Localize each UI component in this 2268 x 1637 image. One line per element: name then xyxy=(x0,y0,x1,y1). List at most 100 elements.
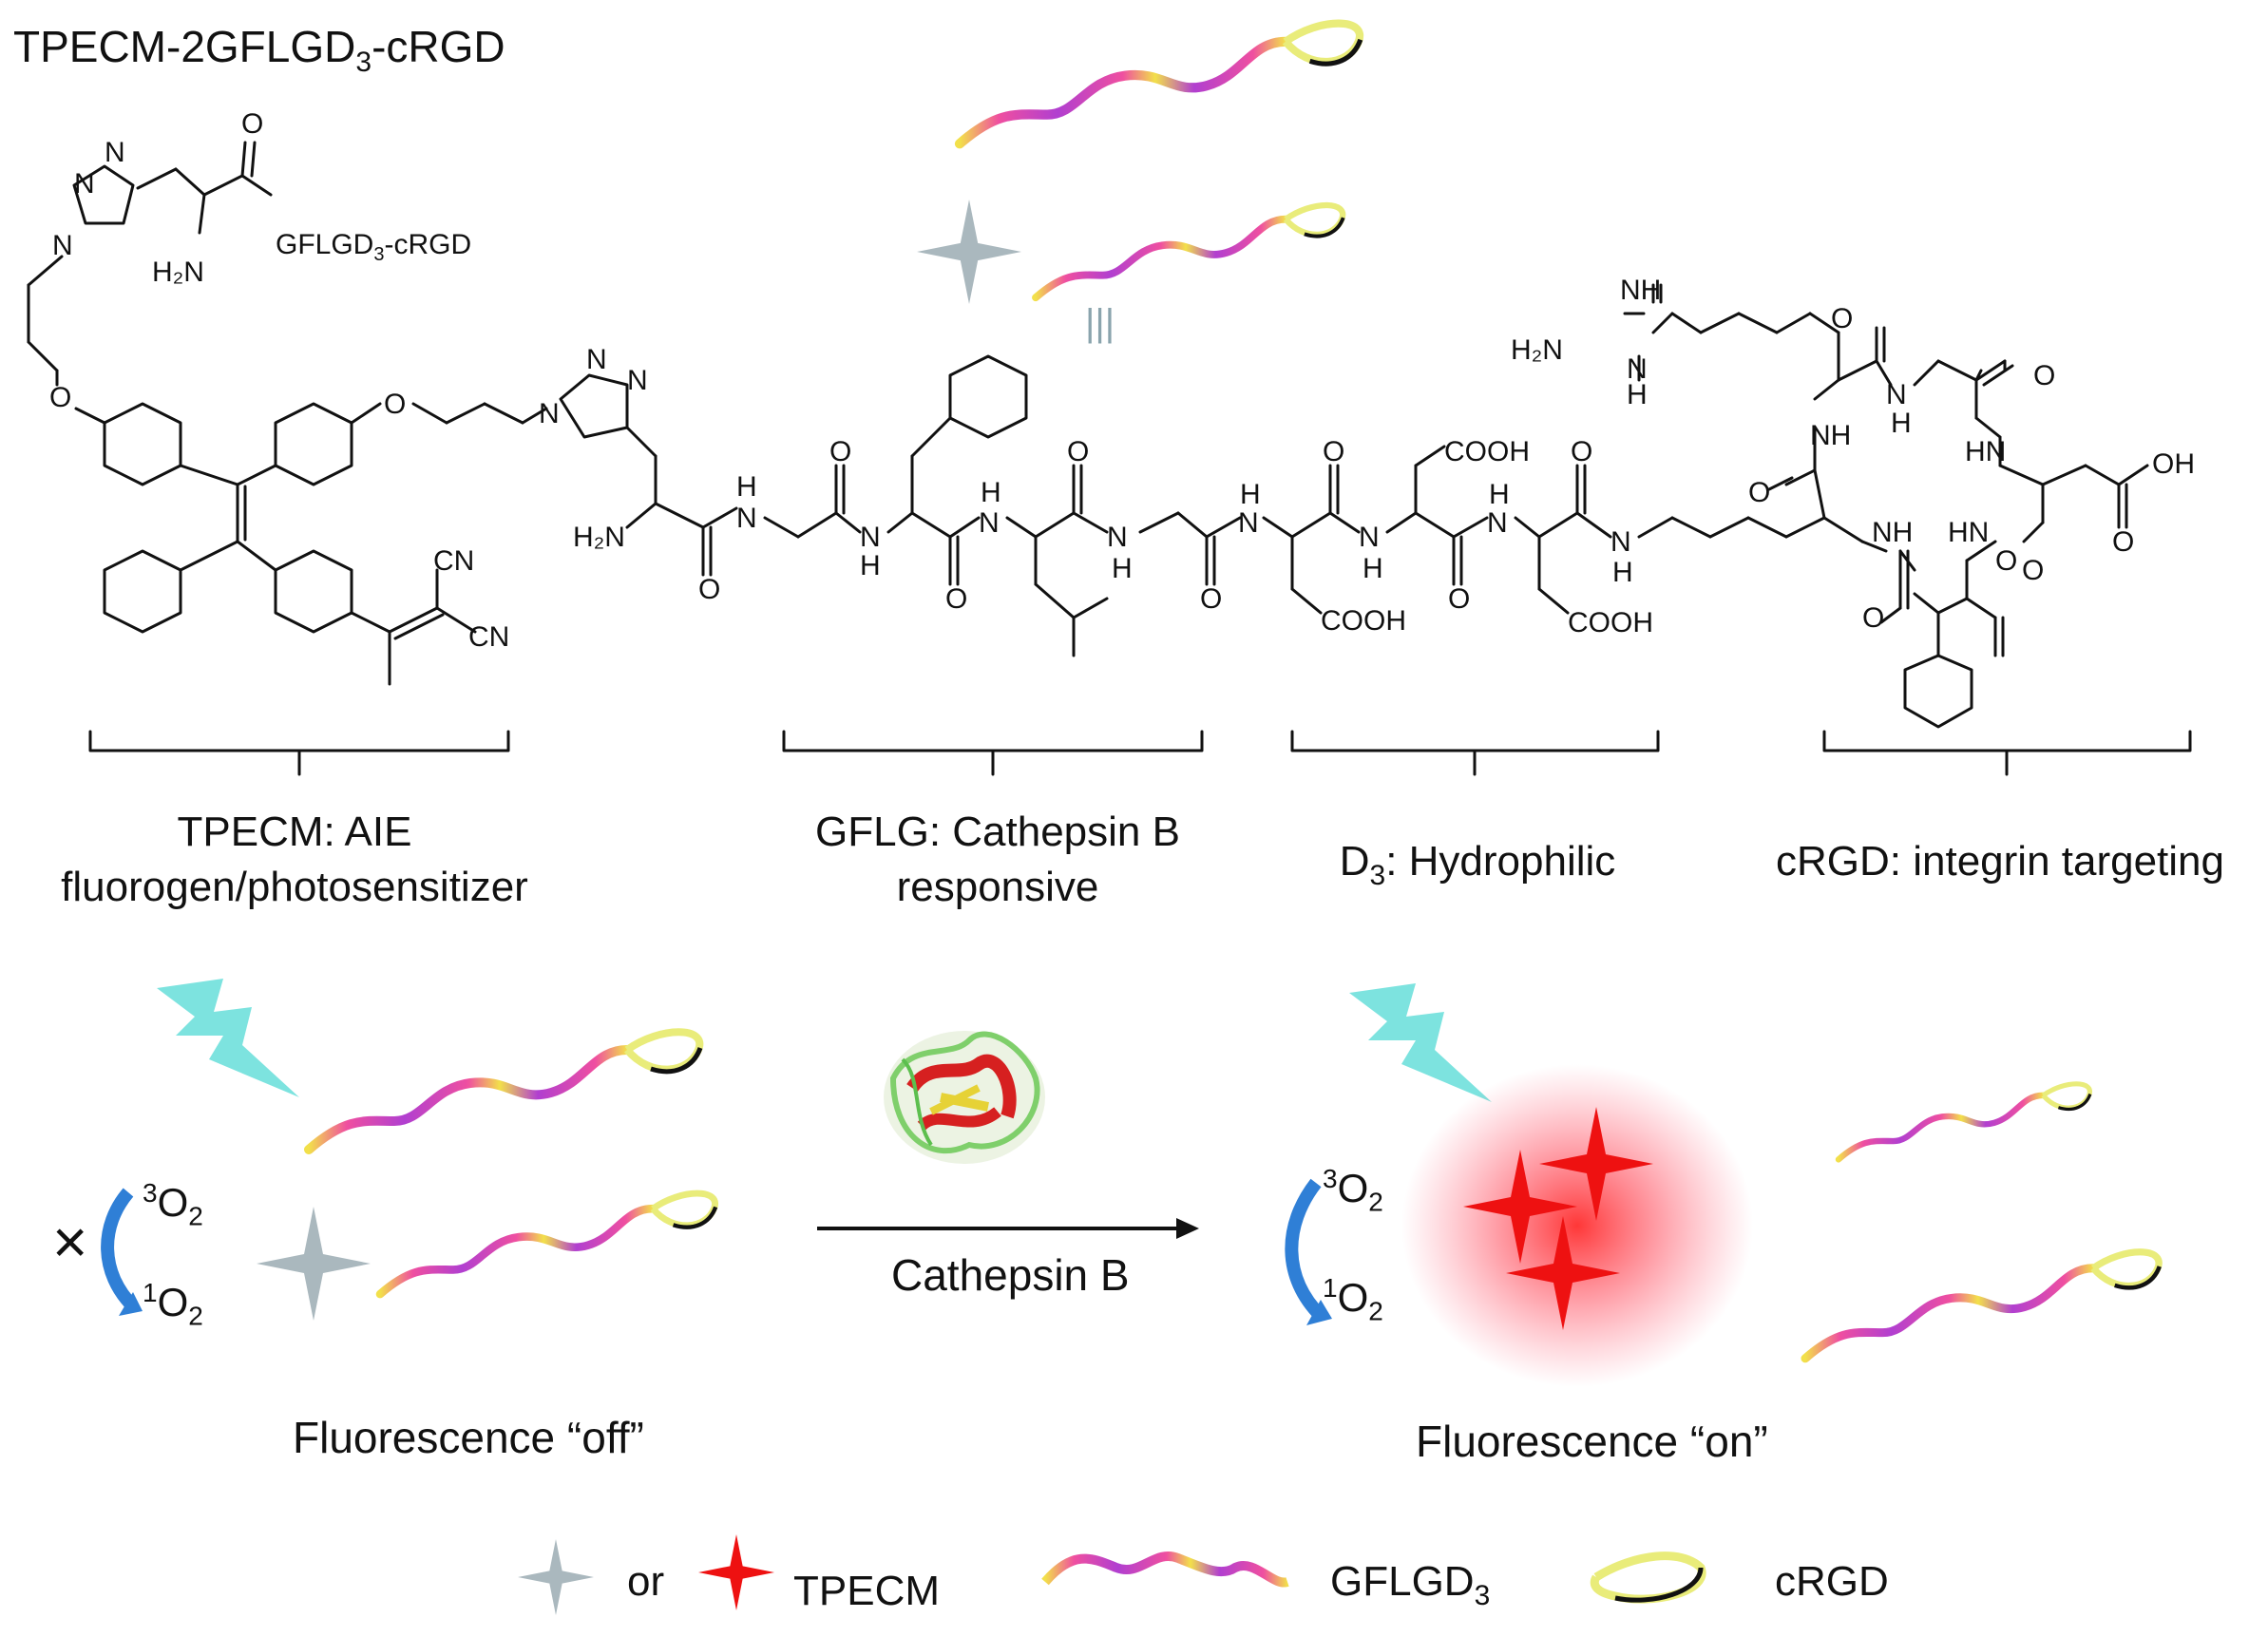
red-glow xyxy=(1401,1064,1753,1387)
caption-tpecm: TPECM: AIE fluorogen/photosensitizer xyxy=(61,809,528,910)
atom-n: N xyxy=(860,522,881,553)
oxygen-arrow-icon xyxy=(101,1188,139,1311)
atom-h: H xyxy=(860,550,881,581)
atom-n: N xyxy=(736,503,757,534)
peptide-chain-icon xyxy=(960,24,1361,144)
atom-n: N xyxy=(1238,507,1259,539)
caption-d3: D3: Hydrophilic xyxy=(1339,838,1616,891)
atom-h: H xyxy=(1627,379,1648,410)
oxygen-arrow-icon xyxy=(1285,1178,1326,1321)
legend-peptide-icon xyxy=(1041,1551,1289,1588)
atom-o: O xyxy=(1748,477,1770,508)
peptide-chain-icon xyxy=(1805,1252,2160,1359)
atom-o: O xyxy=(1448,583,1470,615)
atom-o: O xyxy=(1995,545,2017,577)
atom-h: H xyxy=(981,477,1001,508)
atom-h: H xyxy=(736,471,757,503)
cathepsin-b-enzyme-icon xyxy=(884,1031,1045,1164)
atom-cn: CN xyxy=(468,621,509,653)
atom-h: H xyxy=(1240,479,1261,510)
atom-nh: NH xyxy=(1872,517,1913,548)
atom-hn: HN xyxy=(1948,517,1989,548)
legend-crgd-label: cRGD xyxy=(1775,1558,1889,1605)
atom-h: H xyxy=(1489,479,1510,510)
atom-o: O xyxy=(1200,583,1222,615)
legend-or-text: or xyxy=(627,1558,665,1605)
light-bolt-icon xyxy=(1349,983,1492,1102)
bracket-tpecm xyxy=(88,730,510,776)
equivalence-mark: ||| xyxy=(1085,302,1115,344)
atom-nh: NH xyxy=(1810,420,1851,451)
legend-tpecm-label: TPECM xyxy=(793,1568,940,1614)
legend-crgd-icon xyxy=(1590,1551,1706,1604)
atom-cooh: COOH xyxy=(1321,605,1406,637)
singlet-oxygen-label: 1O2 xyxy=(143,1278,203,1331)
fluorescence-off-schematic xyxy=(257,1032,715,1321)
atom-n: N xyxy=(105,137,125,168)
triplet-oxygen-label: 3O2 xyxy=(1323,1164,1383,1217)
atom-h: H xyxy=(1112,553,1133,584)
diagram-title: TPECM-2GFLGD3-cRGD xyxy=(13,22,505,79)
atom-o: O xyxy=(241,108,263,140)
legend-star-on-icon xyxy=(698,1534,774,1610)
tpecm-dimer-schematic xyxy=(917,24,1361,304)
atom-n: N xyxy=(74,168,95,200)
atom-h2n: H₂N xyxy=(152,257,204,288)
enzyme-label: Cathepsin B xyxy=(891,1250,1130,1300)
atom-h2n: H₂N xyxy=(573,522,625,553)
caption-gflg: GFLG: Cathepsin B responsive xyxy=(815,809,1180,910)
atom-o: O xyxy=(1323,436,1344,467)
atom-o: O xyxy=(2112,526,2134,558)
atom-n: N xyxy=(1487,507,1508,539)
tpecm-star-off-icon xyxy=(257,1207,371,1321)
atom-cooh: COOH xyxy=(1444,436,1530,467)
bracket-d3 xyxy=(1290,730,1660,776)
atom-h: H xyxy=(1891,408,1912,439)
atom-o: O xyxy=(1862,602,1884,634)
fluorescence-on-label: Fluorescence “on” xyxy=(1416,1417,1768,1466)
legend-star-off-icon xyxy=(518,1539,594,1615)
bracket-crgd xyxy=(1822,730,2192,776)
atom-n: N xyxy=(1627,353,1648,385)
atom-o: O xyxy=(2033,360,2055,391)
tpecm-star-off-icon xyxy=(917,200,1021,304)
atom-o: O xyxy=(1831,303,1853,334)
peptide-chain-icon xyxy=(309,1032,700,1150)
atom-o: O xyxy=(829,436,851,467)
blocked-mark: × xyxy=(52,1208,88,1276)
atom-n: N xyxy=(1359,522,1380,553)
atom-n: N xyxy=(1886,379,1907,410)
atom-o: O xyxy=(49,382,71,413)
legend-peptide-label: GFLGD3 xyxy=(1330,1558,1491,1611)
atom-o: O xyxy=(1067,436,1089,467)
peptide-chain-icon xyxy=(380,1193,715,1294)
atom-n: N xyxy=(539,398,560,429)
atom-n: N xyxy=(52,230,73,261)
caption-crgd: cRGD: integrin targeting xyxy=(1776,838,2224,885)
atom-cooh: COOH xyxy=(1568,607,1653,638)
atom-n: N xyxy=(1610,526,1631,558)
atom-o: O xyxy=(698,574,720,605)
atom-h2n: H₂N xyxy=(1511,334,1563,366)
atom-hn: HN xyxy=(1965,436,2006,467)
peptide-chain-icon xyxy=(1839,1084,2090,1160)
singlet-oxygen-label: 1O2 xyxy=(1323,1273,1383,1326)
atom-o: O xyxy=(945,583,967,615)
light-bolt-icon xyxy=(157,979,299,1097)
triplet-oxygen-label: 3O2 xyxy=(143,1178,203,1231)
atom-n: N xyxy=(627,365,648,396)
atom-cn: CN xyxy=(433,545,474,577)
fluorescence-on-schematic xyxy=(1401,1064,2160,1387)
atom-n: N xyxy=(586,344,607,375)
atom-o: O xyxy=(384,389,406,420)
branch-label: GFLGD3-cRGD xyxy=(276,229,472,265)
atom-h: H xyxy=(1363,553,1383,584)
atom-nh: NH xyxy=(1620,275,1661,306)
atom-n: N xyxy=(979,507,1000,539)
atom-o: O xyxy=(1571,436,1592,467)
bracket-gflg xyxy=(782,730,1204,776)
fluorescence-off-label: Fluorescence “off” xyxy=(293,1413,644,1462)
atom-o: O xyxy=(2022,555,2044,586)
peptide-chain-icon xyxy=(1036,205,1344,297)
